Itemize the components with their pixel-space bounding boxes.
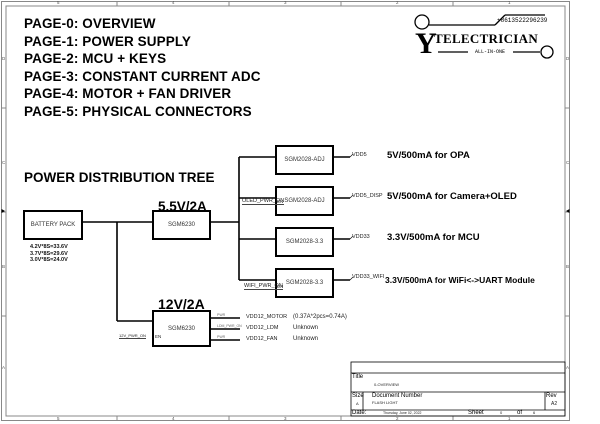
ldo-part: SGM2028-3.3: [285, 280, 324, 286]
ldo-part: SGM2028-ADJ: [284, 198, 325, 204]
center-mark-left: [1, 209, 5, 213]
tree-title: POWER DISTRIBUTION TREE: [24, 170, 215, 185]
ldo-block-vdd5-disp[interactable]: SGM2028-ADJ: [275, 186, 334, 216]
output-tag: PWR: [217, 313, 226, 317]
column-dividers: [1, 1, 570, 421]
net-label-vdd33-wifi: VDD33_WIFI: [352, 274, 385, 280]
ldo-block-vdd5[interactable]: SGM2028-ADJ: [275, 145, 334, 175]
net-label-vdd12-fan: VDD12_FAN: [246, 336, 278, 342]
logo-phone: +8613522296239: [497, 17, 548, 24]
column-marker: 4: [172, 0, 175, 5]
enable-net-wifi: WIFI_PWR_ON: [244, 283, 283, 290]
ldo-part: SGM2028-3.3: [285, 239, 324, 245]
document-number-value: FLASH LIGHT: [372, 400, 398, 405]
column-marker: 5: [57, 0, 60, 5]
regulator-5v5-part: SGM6230: [167, 222, 195, 228]
row-marker: D: [2, 56, 6, 61]
ldo-block-vdd33-wifi[interactable]: SGM2028-3.3: [275, 268, 334, 298]
load-note-ldm: Unknown: [293, 325, 319, 331]
of-label: of: [517, 410, 523, 416]
column-marker: 1: [508, 416, 511, 421]
logo-tagline: ALL-IN-ONE: [475, 49, 506, 55]
regulator-12v-part: SGM6230: [167, 325, 195, 332]
net-label-vdd12-motor: VDD12_MOTOR: [246, 314, 288, 320]
sheet-label: Sheet: [468, 410, 484, 416]
size-label: Size: [352, 393, 364, 399]
row-marker: D: [566, 56, 570, 61]
enable-pin: EN: [277, 284, 284, 289]
page-index-item: PAGE-5: PHYSICAL CONNECTORS: [24, 104, 252, 119]
column-marker: 3: [284, 0, 287, 5]
page-index-item: PAGE-4: MOTOR + FAN DRIVER: [24, 86, 232, 101]
page-index-item: PAGE-2: MCU + KEYS: [24, 51, 167, 66]
net-label-vdd12-ldm: VDD12_LDM: [246, 325, 279, 331]
regulator-12v-block[interactable]: SGM6230: [152, 310, 211, 347]
enable-pin: EN: [277, 199, 284, 204]
logo-name: TELECTRICIAN: [434, 31, 539, 46]
battery-note: 3.7V*8S=29.6V: [30, 250, 68, 257]
ldo-part: SGM2028-ADJ: [284, 157, 325, 163]
power-wires: [82, 156, 350, 341]
of-value: 6: [533, 410, 536, 415]
date-value: Thursday, June 02, 2022: [383, 411, 422, 415]
sheet-value: 0: [500, 410, 503, 415]
rail-12v-label: 12V/2A: [158, 296, 205, 312]
row-marker: C: [566, 160, 570, 165]
battery-pack-label: BATTERY PACK: [30, 222, 76, 228]
rail-desc-vdd33-wifi: 3.3V/500mA for WiFi<->UART Module: [385, 275, 535, 285]
battery-note: 3.0V*8S=24.0V: [30, 257, 68, 263]
inner-frame: [5, 5, 566, 417]
logo-artwork: [414, 14, 554, 59]
page-index-item: PAGE-0: OVERVIEW: [24, 16, 156, 31]
ldo-block-vdd33[interactable]: SGM2028-3.3: [275, 227, 334, 257]
battery-pack-block[interactable]: BATTERY PACK: [23, 210, 83, 240]
load-note-fan: Unknown: [293, 336, 319, 342]
column-marker: 1: [508, 0, 511, 5]
size-value: A: [356, 401, 359, 406]
rev-label: Rev: [546, 393, 557, 399]
output-tag: LDM_PWR_ON: [217, 324, 242, 328]
battery-note: 4.2V*8S=33.6V: [30, 244, 68, 250]
title-block-lines: [350, 361, 566, 417]
regulator-5v5-block[interactable]: SGM6230: [152, 210, 211, 240]
enable-net-oled: OLED_PWR_ON: [242, 198, 285, 205]
row-marker: B: [2, 264, 6, 269]
rev-value: A2: [551, 401, 558, 407]
net-label-vdd33: VDD33: [352, 234, 370, 240]
column-marker: 5: [57, 416, 60, 421]
logo-letter: Y: [415, 27, 437, 60]
date-label: Date:: [352, 410, 367, 416]
column-marker: 2: [396, 0, 399, 5]
title-label: Title: [352, 374, 364, 380]
column-marker: 2: [396, 416, 399, 421]
output-tag: PWR: [217, 335, 226, 339]
row-marker: A: [566, 365, 570, 370]
row-marker: B: [566, 264, 570, 269]
row-marker: A: [2, 365, 6, 370]
enable-net-12v: 12V_PWR_ON: [119, 333, 146, 339]
enable-pin: EN: [155, 334, 162, 339]
column-marker: 4: [172, 416, 175, 421]
page-index-item: PAGE-3: CONSTANT CURRENT ADC: [24, 69, 261, 84]
net-label-vdd5-disp: VDD5_DISP: [352, 193, 383, 199]
row-marker: C: [2, 160, 6, 165]
page-index-item: PAGE-1: POWER SUPPLY: [24, 34, 192, 49]
battery-voltage-notes: 4.2V*8S=33.6V 3.7V*8S=29.6V 3.0V*8S=24.0…: [30, 244, 68, 264]
net-label-vdd5: VDD5: [352, 152, 367, 158]
title-value: 0-OVERVIEW: [374, 382, 400, 387]
document-number-label: Document Number: [372, 393, 423, 399]
load-note-motor: (0.37A*2pcs=0.74A): [293, 314, 347, 320]
column-marker: 3: [284, 416, 287, 421]
center-mark-right: [566, 209, 570, 213]
rail-desc-vdd5: 5V/500mA for OPA: [387, 150, 470, 161]
rail-desc-vdd33: 3.3V/500mA for MCU: [387, 232, 480, 243]
rail-desc-vdd5-disp: 5V/500mA for Camera+OLED: [387, 191, 517, 202]
